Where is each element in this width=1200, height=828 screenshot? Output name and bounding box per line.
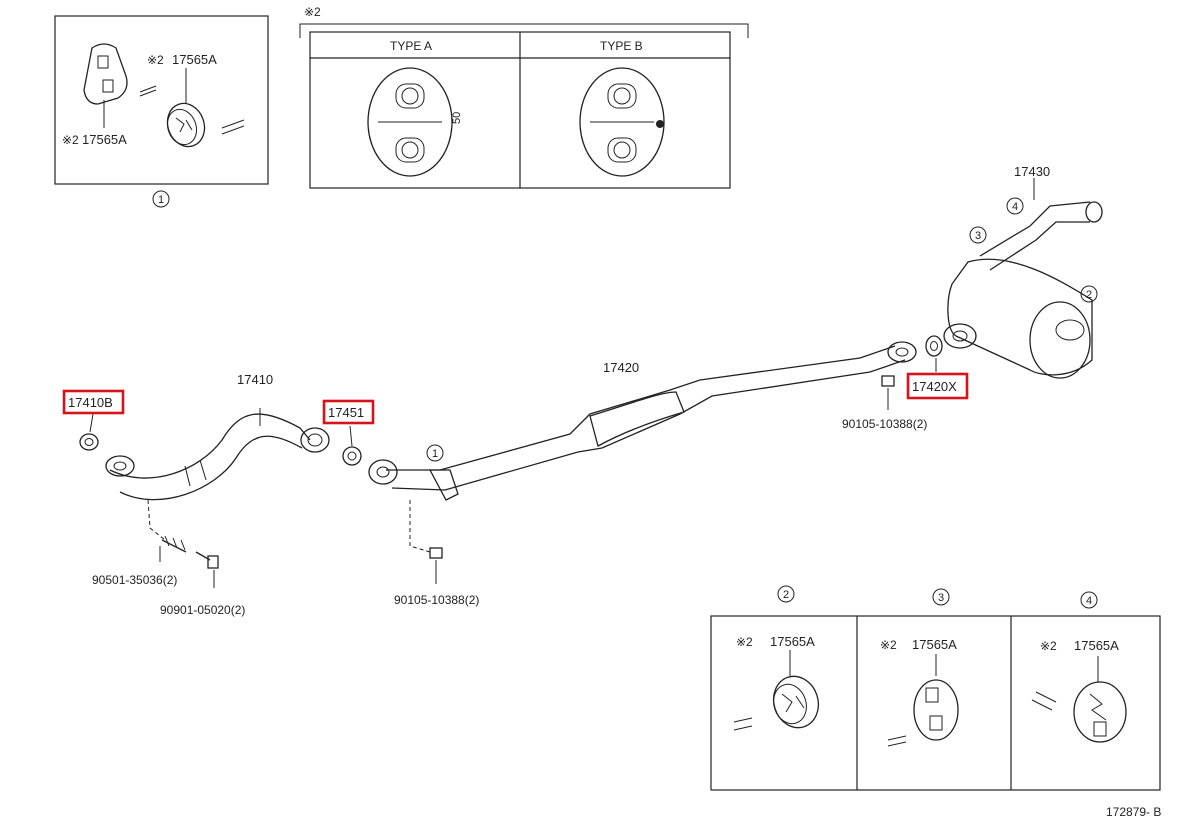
panel3-part: 17565A [912,637,957,652]
ref-label-1: 1 [432,448,438,460]
bolt-label-90901: 90901-05020(2) [160,603,245,617]
inset1-part-top: 17565A [172,52,217,67]
inset1-part-bottom: 17565A [82,132,127,147]
inset1-ref: 1 [158,194,164,206]
panel4-hanger-drawing [1031,656,1127,743]
inset1-note-top: ※2 [147,53,164,67]
label-17430: 17430 [1014,164,1050,179]
ref-label-4: 4 [1012,201,1018,213]
panel2-note: ※2 [736,635,753,649]
bolt-17420-front [409,500,443,584]
panel3-note: ※2 [880,638,897,652]
panel4-ref: 4 [1086,595,1092,607]
bottom-panels: 2 3 4 ※2 17565A ※2 17565A ※2 17565A [710,585,1161,791]
ref-circle-4 [1006,197,1024,215]
type-a-header: TYPE A [390,39,432,53]
panel2-ref-circle [777,585,795,603]
label-17451[interactable]: 17451 [328,405,364,420]
highlight-box-17451 [322,399,375,425]
panel4-part: 17565A [1074,638,1119,653]
gasket-17410B [79,413,99,451]
bolt-label-90105-front: 90105-10388(2) [394,593,479,607]
hanger-oblique-drawing [139,68,245,148]
gasket-17451 [342,425,362,466]
ref-circle-1-top [152,190,170,208]
type-b-header: TYPE B [600,39,643,53]
panel4-note: ※2 [1040,639,1057,653]
ref-circle-3 [969,226,987,244]
panel2-hanger-drawing [733,650,820,731]
inset-hanger-1: ※2 17565A ※2 17565A 1 [54,15,269,208]
panel2-ref: 2 [783,589,789,601]
type-table-note: ※2 [304,5,321,19]
highlight-box-17410B [62,389,125,415]
type-table: ※2 TYPE A TYPE B 50 [299,5,749,189]
bolt-label-90105-rear: 90105-10388(2) [842,417,927,431]
panel4-ref-circle [1080,591,1098,609]
muffler-17430 [943,178,1103,379]
panel3-ref-circle [932,588,950,606]
highlight-box-17420X [906,372,969,400]
diagram-id: 172879- B [1106,805,1161,819]
label-17420X[interactable]: 17420X [912,379,957,394]
label-17410: 17410 [237,372,273,387]
ref-circle-2 [1080,285,1098,303]
inset1-note-bottom: ※2 [62,133,79,147]
front-pipe-17410 [105,408,330,501]
type-b-dot [656,120,664,128]
hanger-front-drawing [83,43,128,128]
type-a-dimension: 50 [451,112,463,124]
label-17420: 17420 [603,360,639,375]
bolts-17410 [147,499,219,588]
label-17410B[interactable]: 17410B [68,395,113,410]
gasket-17420X [925,335,943,372]
type-b-hanger [579,67,665,177]
bolt-label-90501: 90501-35036(2) [92,573,177,587]
ref-label-2: 2 [1086,289,1092,301]
ref-circle-1 [426,444,444,462]
panel3-ref: 3 [938,592,944,604]
bolt-17420-rear [881,375,895,410]
panel2-part: 17565A [770,634,815,649]
ref-label-3: 3 [975,230,981,242]
center-pipe-17420 [368,341,917,501]
type-a-hanger: 50 [367,67,463,177]
panel3-hanger-drawing [887,654,959,747]
